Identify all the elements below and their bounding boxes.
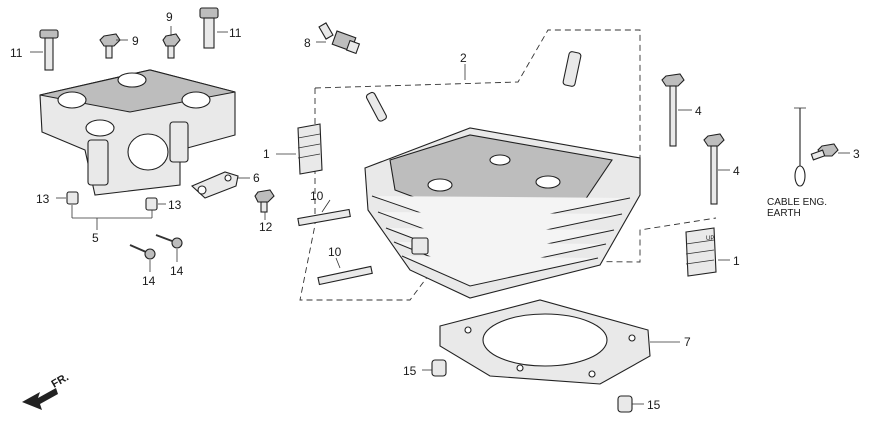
callout-9-right: 9 xyxy=(166,10,173,24)
callout-5: 5 xyxy=(92,231,99,245)
callout-7: 7 xyxy=(684,335,691,349)
callout-15-left: 15 xyxy=(403,364,417,378)
engine-earth-cable xyxy=(794,107,806,187)
front-label: FR. xyxy=(50,371,71,390)
dowel-15-right xyxy=(617,395,633,413)
leader-lines xyxy=(30,26,850,405)
bolt-3 xyxy=(810,143,839,161)
callout-11-left: 11 xyxy=(10,46,23,60)
callout-14-right: 14 xyxy=(170,264,184,278)
dowel-pin-13-right xyxy=(145,197,158,211)
cylinder-head-gasket-7 xyxy=(439,299,651,385)
callout-8: 8 xyxy=(304,36,311,50)
callout-10-upper: 10 xyxy=(310,189,324,203)
callout-11-right: 11 xyxy=(229,26,242,40)
dowel-pin-13-left xyxy=(66,191,79,205)
cable-label-line1: CABLE ENG. xyxy=(767,197,827,208)
callout-15-right: 15 xyxy=(647,398,661,412)
valve-guide-front xyxy=(365,91,387,122)
cylinder-head-group-outline xyxy=(299,29,717,301)
cam-plate-6 xyxy=(191,171,239,199)
callout-6: 6 xyxy=(253,171,260,185)
bolt-4-upper xyxy=(661,73,685,147)
rocker-arm-holder xyxy=(39,69,236,196)
valve-guide-rear xyxy=(562,51,582,87)
callout-labels: 11 9 9 11 8 2 1 1 4 4 3 6 12 13 13 5 14 … xyxy=(10,10,860,412)
cylinder-head xyxy=(364,127,641,299)
callout-14-left: 14 xyxy=(142,274,156,288)
bolt-9-right xyxy=(162,33,181,59)
screw-14-right xyxy=(155,234,183,249)
callout-4-lower: 4 xyxy=(733,164,740,178)
callout-2: 2 xyxy=(460,51,467,65)
dowel-15-left xyxy=(431,359,447,377)
cable-label-line2: EARTH xyxy=(767,208,801,219)
callout-13-right: 13 xyxy=(168,198,182,212)
bolt-11-right xyxy=(199,7,219,49)
bolt-9-left xyxy=(99,33,121,59)
front-arrow-icon: FR. xyxy=(22,371,71,410)
callout-9-left: 9 xyxy=(132,34,139,48)
fin-damper-1-right: UP xyxy=(685,227,717,277)
up-mark-label: UP xyxy=(706,236,714,242)
bolt-4-lower xyxy=(703,133,725,205)
stud-10-upper xyxy=(297,208,351,227)
callout-1-right: 1 xyxy=(733,254,740,268)
callout-3: 3 xyxy=(853,147,860,161)
callout-4-upper: 4 xyxy=(695,104,702,118)
callout-13-left: 13 xyxy=(36,192,50,206)
bolt-12 xyxy=(254,189,275,213)
bolt-11-left xyxy=(39,29,59,71)
spark-plug-8 xyxy=(318,22,361,55)
screw-14-left xyxy=(129,244,156,260)
callout-1-left: 1 xyxy=(263,147,270,161)
fin-damper-1-left xyxy=(297,123,323,175)
callout-12: 12 xyxy=(259,220,273,234)
stud-10-lower xyxy=(317,265,373,286)
callout-10-lower: 10 xyxy=(328,245,342,259)
